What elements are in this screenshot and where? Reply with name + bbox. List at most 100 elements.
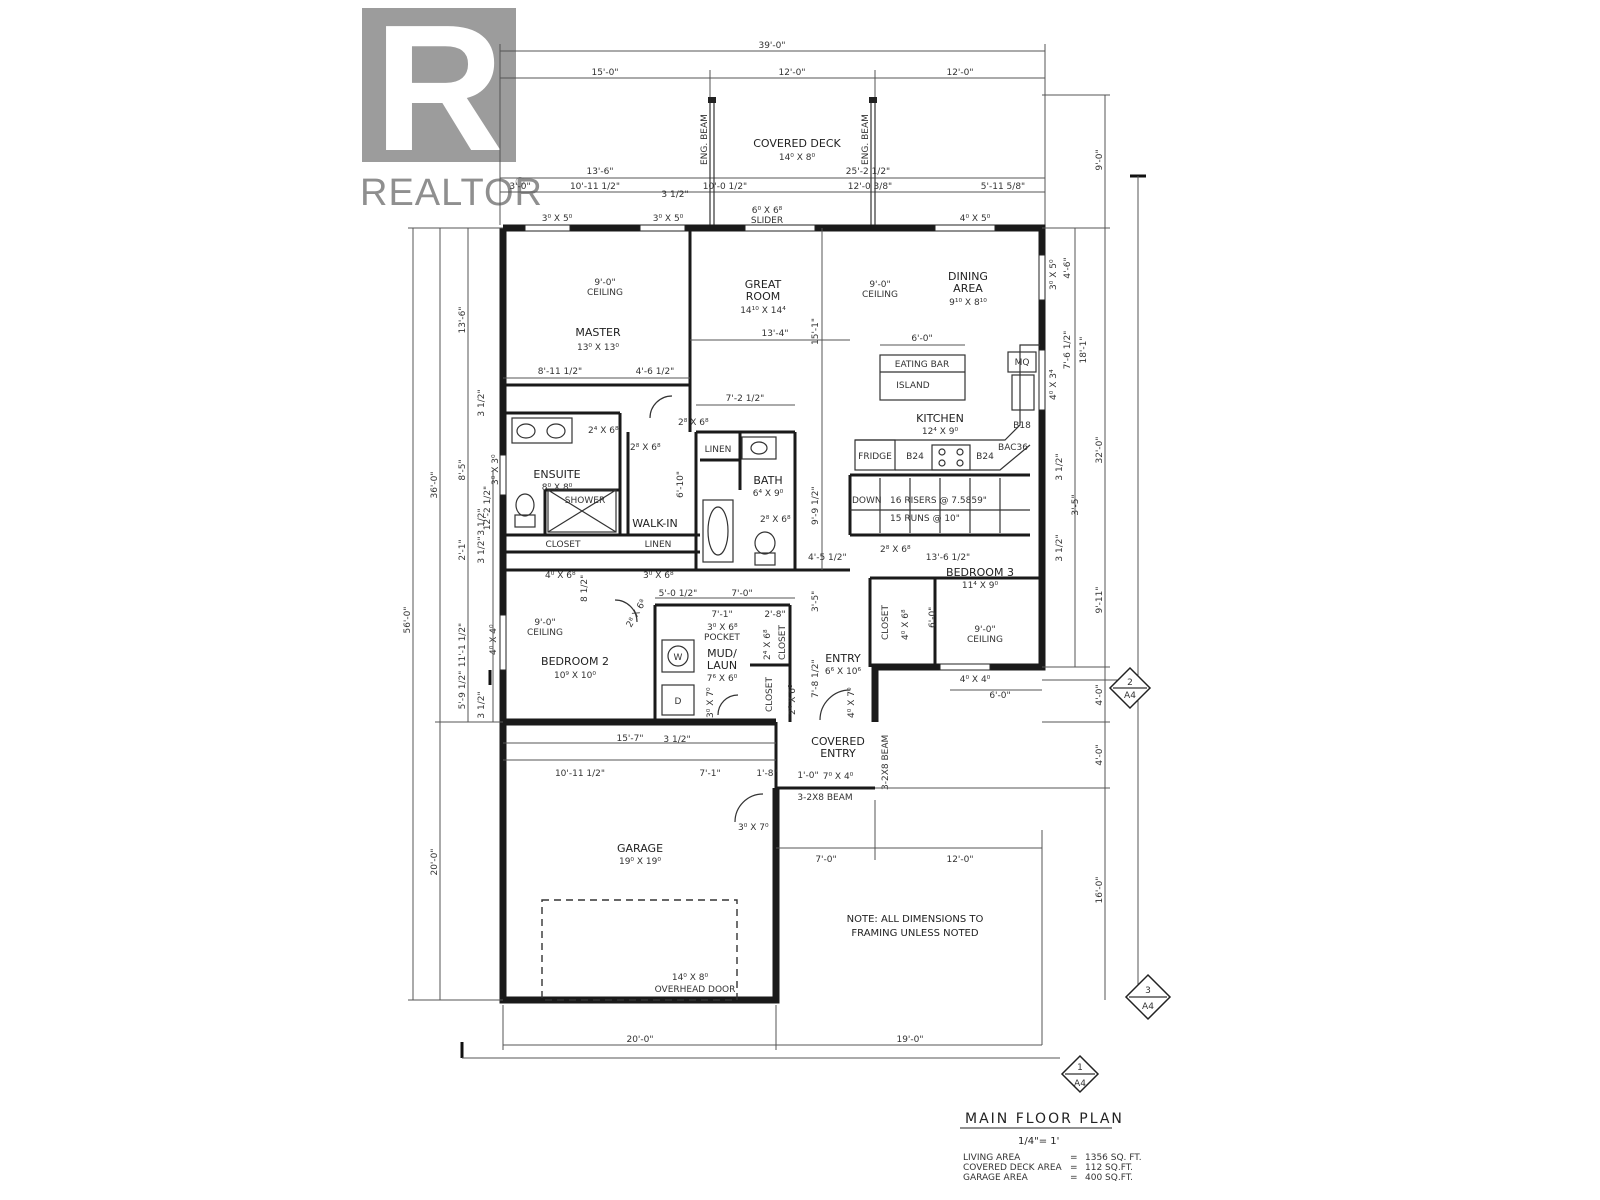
area-eq-2: =	[1070, 1173, 1078, 1183]
bath-fixtures: SHOWER	[511, 417, 777, 566]
realtor-logo-text: REALTOR	[360, 172, 543, 214]
section-tag-2-num: 2	[1127, 678, 1133, 688]
area-value-1: 112 SQ.FT.	[1085, 1163, 1133, 1173]
mud-pocket: POCKET	[704, 633, 740, 643]
title-block: MAIN FLOOR PLAN 1/4"= 1' LIVING AREA = 1…	[960, 1111, 1142, 1183]
covered-deck: ENG. BEAM ENG. BEAM COVERED DECK 14⁰ X 8…	[700, 97, 877, 225]
windows: 3⁰ X 5⁰ 3⁰ X 5⁰ 6⁰ X 6⁸ SLIDER 4⁰ X 5⁰ 3…	[489, 206, 1059, 685]
bedroom3-ceiling-a: 9'-0"	[974, 625, 995, 635]
dim-right-16: 16'-0"	[1095, 876, 1105, 903]
top-dimensions: 39'-0" 15'-0" 12'-0" 12'-0" 13'-6" 25'-2…	[499, 41, 1046, 225]
stairs-risers: 16 RISERS @ 7.5859"	[890, 496, 987, 506]
door-15: 4⁰ X 6⁸	[901, 609, 911, 640]
laundry: W D	[661, 639, 695, 716]
fridge: FRIDGE	[858, 452, 892, 462]
dim-top-a: 15'-0"	[591, 68, 618, 78]
eating-bar: EATING BAR	[895, 360, 949, 370]
area-label-1: COVERED DECK AREA	[963, 1163, 1063, 1173]
garage-name: GARAGE	[617, 842, 663, 855]
entry-name: ENTRY	[825, 652, 861, 665]
cab-b24-a: B24	[906, 452, 924, 462]
dim-10-11: 10'-11 1/2"	[555, 769, 605, 779]
dim-top-b: 12'-0"	[778, 68, 805, 78]
dim-2-8: 2'-8"	[764, 610, 785, 620]
dim-right-9: 9'-0"	[1095, 149, 1105, 170]
area-label-0: LIVING AREA	[963, 1153, 1021, 1163]
garage-door-size: 14⁰ X 8⁰	[672, 973, 709, 983]
dim-8h: 8 1/2"	[580, 575, 590, 602]
note-line-1: NOTE: ALL DIMENSIONS TO	[847, 914, 984, 925]
ensuite-name: ENSUITE	[533, 468, 580, 481]
dim-r3-c: 3 1/2"	[661, 190, 688, 200]
dim-right-7-6: 7'-6 1/2"	[1063, 331, 1073, 370]
interior-walls	[503, 228, 1042, 722]
slider-label: SLIDER	[751, 216, 783, 226]
window-label-2: 3⁰ X 5⁰	[653, 214, 684, 224]
dim-6-0b: 6'-0"	[928, 607, 938, 628]
dining-ceiling-a: 9'-0"	[869, 280, 890, 290]
great-room-name-b: ROOM	[746, 290, 780, 303]
dim-left-3h-d: 3 1/2"	[477, 691, 487, 718]
master-ceiling-a: 9'-0"	[594, 278, 615, 288]
stairs-down: DOWN	[852, 496, 882, 506]
covered-deck-size: 14⁰ X 8⁰	[779, 153, 816, 163]
dim-right-9-11: 9'-11"	[1095, 586, 1105, 613]
dim-r3-b: 10'-11 1/2"	[570, 182, 620, 192]
closet-bed3: CLOSET	[881, 605, 891, 640]
room-labels: 9'-0" CEILING MASTER 13⁰ X 13⁰ GREAT ROO…	[527, 270, 1014, 1001]
dim-7-1b: 7'-1"	[699, 769, 720, 779]
dim-left-8-5: 8'-5"	[458, 459, 468, 480]
stairs: DOWN 16 RISERS @ 7.5859" 15 RUNS @ 10"	[850, 478, 1030, 533]
section-tag-2: 2 A4	[1042, 666, 1152, 710]
section-tag-3-num: 3	[1145, 986, 1151, 996]
section-tag-3-sheet: A4	[1142, 1002, 1154, 1012]
bottom-dimensions: 20'-0" 19'-0"	[502, 1005, 1042, 1050]
dim-r3-f: 5'-11 5/8"	[981, 182, 1025, 192]
cab-b24-b: B24	[976, 452, 994, 462]
dim-left-3h-c: 3 1/2"	[477, 536, 487, 563]
window-label-3: 4⁰ X 5⁰	[960, 214, 991, 224]
bath-name: BATH	[753, 474, 782, 487]
dim-right-18-1: 18'-1"	[1079, 336, 1089, 363]
mud-name-a: MUD/	[707, 647, 737, 660]
dining-size: 9¹⁰ X 8¹⁰	[949, 298, 987, 308]
dim-right-4b: 4'-0"	[1095, 744, 1105, 765]
ensuite-size: 8⁰ X 8⁰	[542, 483, 573, 493]
cab-mq: MQ	[1015, 358, 1030, 368]
bedroom2-name: BEDROOM 2	[541, 655, 609, 668]
window-label-4: 3⁰ X 5⁰	[1049, 259, 1059, 290]
bedroom2-size: 10⁹ X 10⁰	[554, 671, 596, 681]
door-12: 3⁰ X 7⁰	[706, 687, 716, 718]
dim-r2-a: 13'-6"	[586, 167, 613, 177]
area-eq-1: =	[1070, 1163, 1078, 1173]
master-size: 13⁰ X 13⁰	[577, 343, 619, 353]
stairs-runs: 15 RUNS @ 10"	[890, 514, 960, 524]
dim-6-10: 6'-10"	[676, 471, 686, 498]
garage-door-label: OVERHEAD DOOR	[655, 985, 736, 995]
dim-left-20: 20'-0"	[430, 848, 440, 875]
mud-size: 7⁶ X 6⁰	[707, 674, 738, 684]
dim-r3-a: 3'-0"	[509, 182, 530, 192]
eng-beam-left: ENG. BEAM	[700, 114, 710, 165]
dim-right-32: 32'-0"	[1095, 436, 1105, 463]
dim-left-3h: 3 1/2"	[477, 389, 487, 416]
dim-3h: 3 1/2"	[663, 735, 690, 745]
window-label-8: 4⁰ X 4⁰	[960, 675, 991, 685]
dim-top-c: 12'-0"	[946, 68, 973, 78]
closet-master: CLOSET	[546, 540, 581, 550]
door-4: 2⁸ X 6⁸	[760, 515, 791, 525]
closet-entry: CLOSET	[765, 677, 775, 712]
dim-15-1: 15'-1"	[811, 318, 821, 345]
dim-7-1: 7'-1"	[711, 610, 732, 620]
section-tag-1-sheet: A4	[1074, 1079, 1086, 1089]
framing-note: NOTE: ALL DIMENSIONS TO FRAMING UNLESS N…	[847, 914, 984, 939]
dim-13-6: 13'-6 1/2"	[926, 553, 970, 563]
door-13: 4⁰ X 7⁰	[847, 687, 857, 718]
covered-entry-name-b: ENTRY	[820, 747, 856, 760]
area-value-2: 400 SQ.FT.	[1085, 1173, 1133, 1183]
door-10: 2⁴ X 6⁸	[763, 629, 773, 660]
slider-size: 6⁰ X 6⁸	[752, 206, 783, 216]
window-label-1: 3⁰ X 5⁰	[542, 214, 573, 224]
dim-8-11: 8'-11 1/2"	[538, 367, 582, 377]
